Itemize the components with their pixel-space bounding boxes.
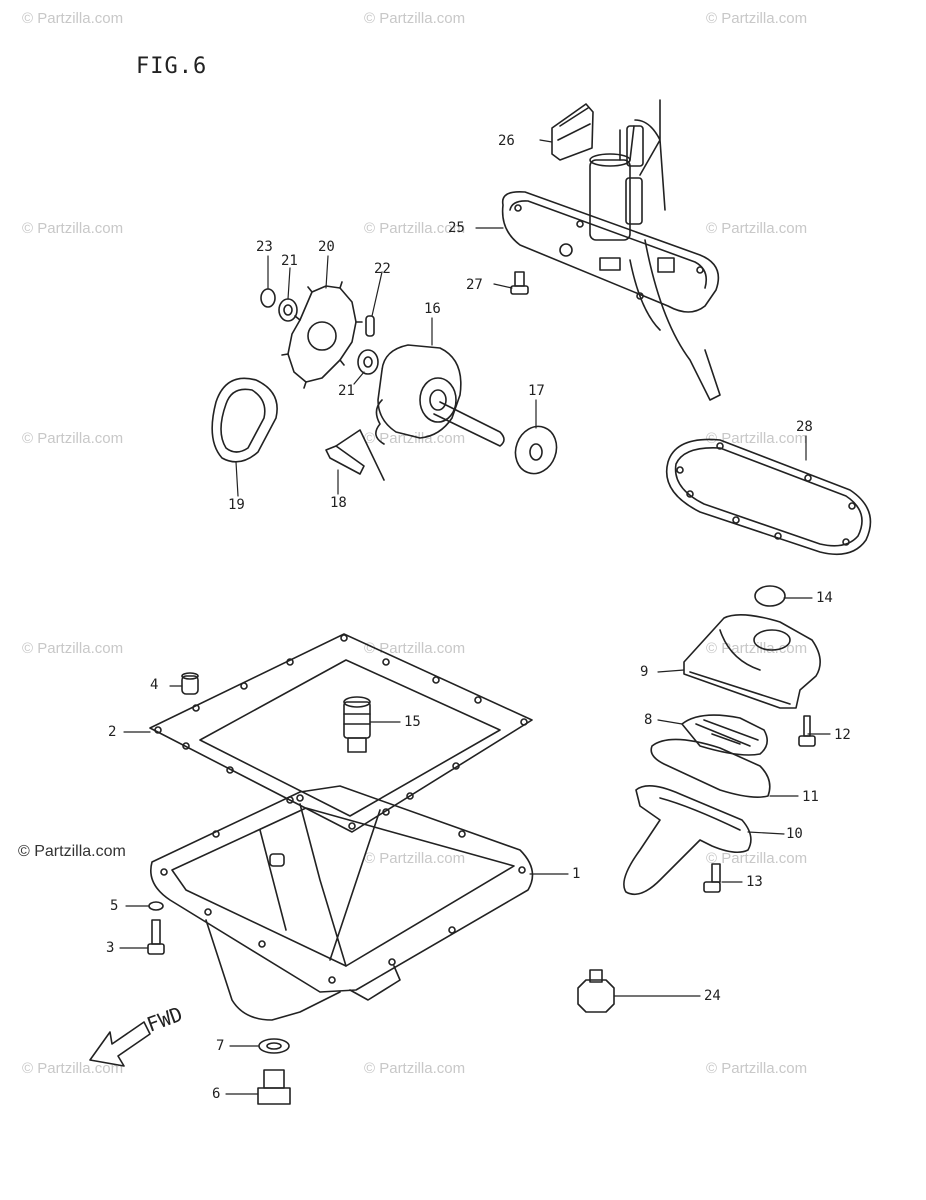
part-14-o-ring (754, 585, 786, 607)
callout-20: 20 (318, 239, 335, 255)
watermark: © Partzilla.com (706, 640, 808, 657)
callout-1: 1 (572, 866, 581, 882)
part-25-pump-assembly (501, 99, 721, 401)
part-6-drain-plug (257, 1069, 291, 1105)
watermark: © Partzilla.com (364, 220, 466, 237)
callout-3: 3 (106, 940, 115, 956)
callout-21: 21 (281, 253, 298, 269)
watermark: © Partzilla.com (22, 430, 124, 447)
part-10-strainer (623, 785, 752, 896)
callout-25: 25 (448, 220, 465, 236)
callout-7: 7 (216, 1038, 225, 1054)
callout-6: 6 (212, 1086, 221, 1102)
fwd-arrow-icon (89, 1021, 151, 1067)
callout-19: 19 (228, 497, 245, 513)
part-3-bolt (147, 919, 165, 955)
part-4-dowel (181, 672, 199, 695)
watermark: © Partzilla.com (706, 850, 808, 867)
part-7-washer (258, 1038, 290, 1054)
watermark: © Partzilla.com (706, 220, 808, 237)
part-2-pan-gasket (149, 633, 533, 833)
part-24-plug (577, 969, 615, 1013)
callout-9: 9 (640, 664, 649, 680)
callout-11: 11 (802, 789, 819, 805)
leader-lines (119, 139, 831, 1095)
watermark: © Partzilla.com (364, 640, 466, 657)
watermark: © Partzilla.com (22, 220, 124, 237)
callout-22: 22 (374, 261, 391, 277)
watermark: © Partzilla.com (364, 430, 466, 447)
part-21-washer-upper (278, 298, 298, 322)
watermark: © Partzilla.com (364, 10, 466, 27)
watermark: © Partzilla.com (364, 1060, 466, 1077)
part-26-connector-cap (551, 103, 594, 161)
part-23-circlip (260, 288, 276, 308)
callout-21: 21 (338, 383, 355, 399)
watermark: © Partzilla.com (364, 850, 466, 867)
callout-18: 18 (330, 495, 347, 511)
part-21-washer-lower (357, 349, 379, 375)
watermark: © Partzilla.com (706, 10, 808, 27)
watermark: © Partzilla.com (706, 1060, 808, 1077)
callout-27: 27 (466, 277, 483, 293)
part-9-cover (683, 614, 821, 709)
callout-13: 13 (746, 874, 763, 890)
callout-15: 15 (404, 714, 421, 730)
callout-17: 17 (528, 383, 545, 399)
part-1-oil-pan (150, 785, 534, 1021)
part-5-washer (148, 901, 164, 911)
part-13-bolt (703, 863, 721, 893)
callout-8: 8 (644, 712, 653, 728)
callout-5: 5 (110, 898, 119, 914)
callout-24: 24 (704, 988, 721, 1004)
callout-23: 23 (256, 239, 273, 255)
part-16-oil-pump (375, 344, 505, 447)
callout-16: 16 (424, 301, 441, 317)
callout-12: 12 (834, 727, 851, 743)
callout-28: 28 (796, 419, 813, 435)
part-27-screw (510, 271, 529, 295)
fwd-label: FWD (144, 1002, 186, 1037)
part-15-pressure-switch (343, 696, 371, 753)
watermark: © Partzilla.com (22, 640, 124, 657)
callout-2: 2 (108, 724, 117, 740)
part-11-gasket (650, 738, 771, 798)
figure-title: FIG.6 (136, 54, 208, 79)
watermark: © Partzilla.com (706, 430, 808, 447)
callout-14: 14 (816, 590, 833, 606)
part-8-screen (681, 714, 768, 756)
part-18-bolt (325, 429, 385, 481)
callout-26: 26 (498, 133, 515, 149)
part-28-gasket (666, 438, 872, 556)
watermark: © Partzilla.com (22, 10, 124, 27)
callout-10: 10 (786, 826, 803, 842)
watermark-emphasized: © Partzilla.com (18, 843, 126, 860)
watermark: © Partzilla.com (22, 1060, 124, 1077)
part-12-bolt (798, 715, 816, 747)
part-22-pin (365, 315, 375, 337)
part-20-driven-gear (281, 281, 363, 389)
part-17-seal (514, 425, 558, 475)
callout-4: 4 (150, 677, 159, 693)
part-19-chain (211, 377, 278, 463)
